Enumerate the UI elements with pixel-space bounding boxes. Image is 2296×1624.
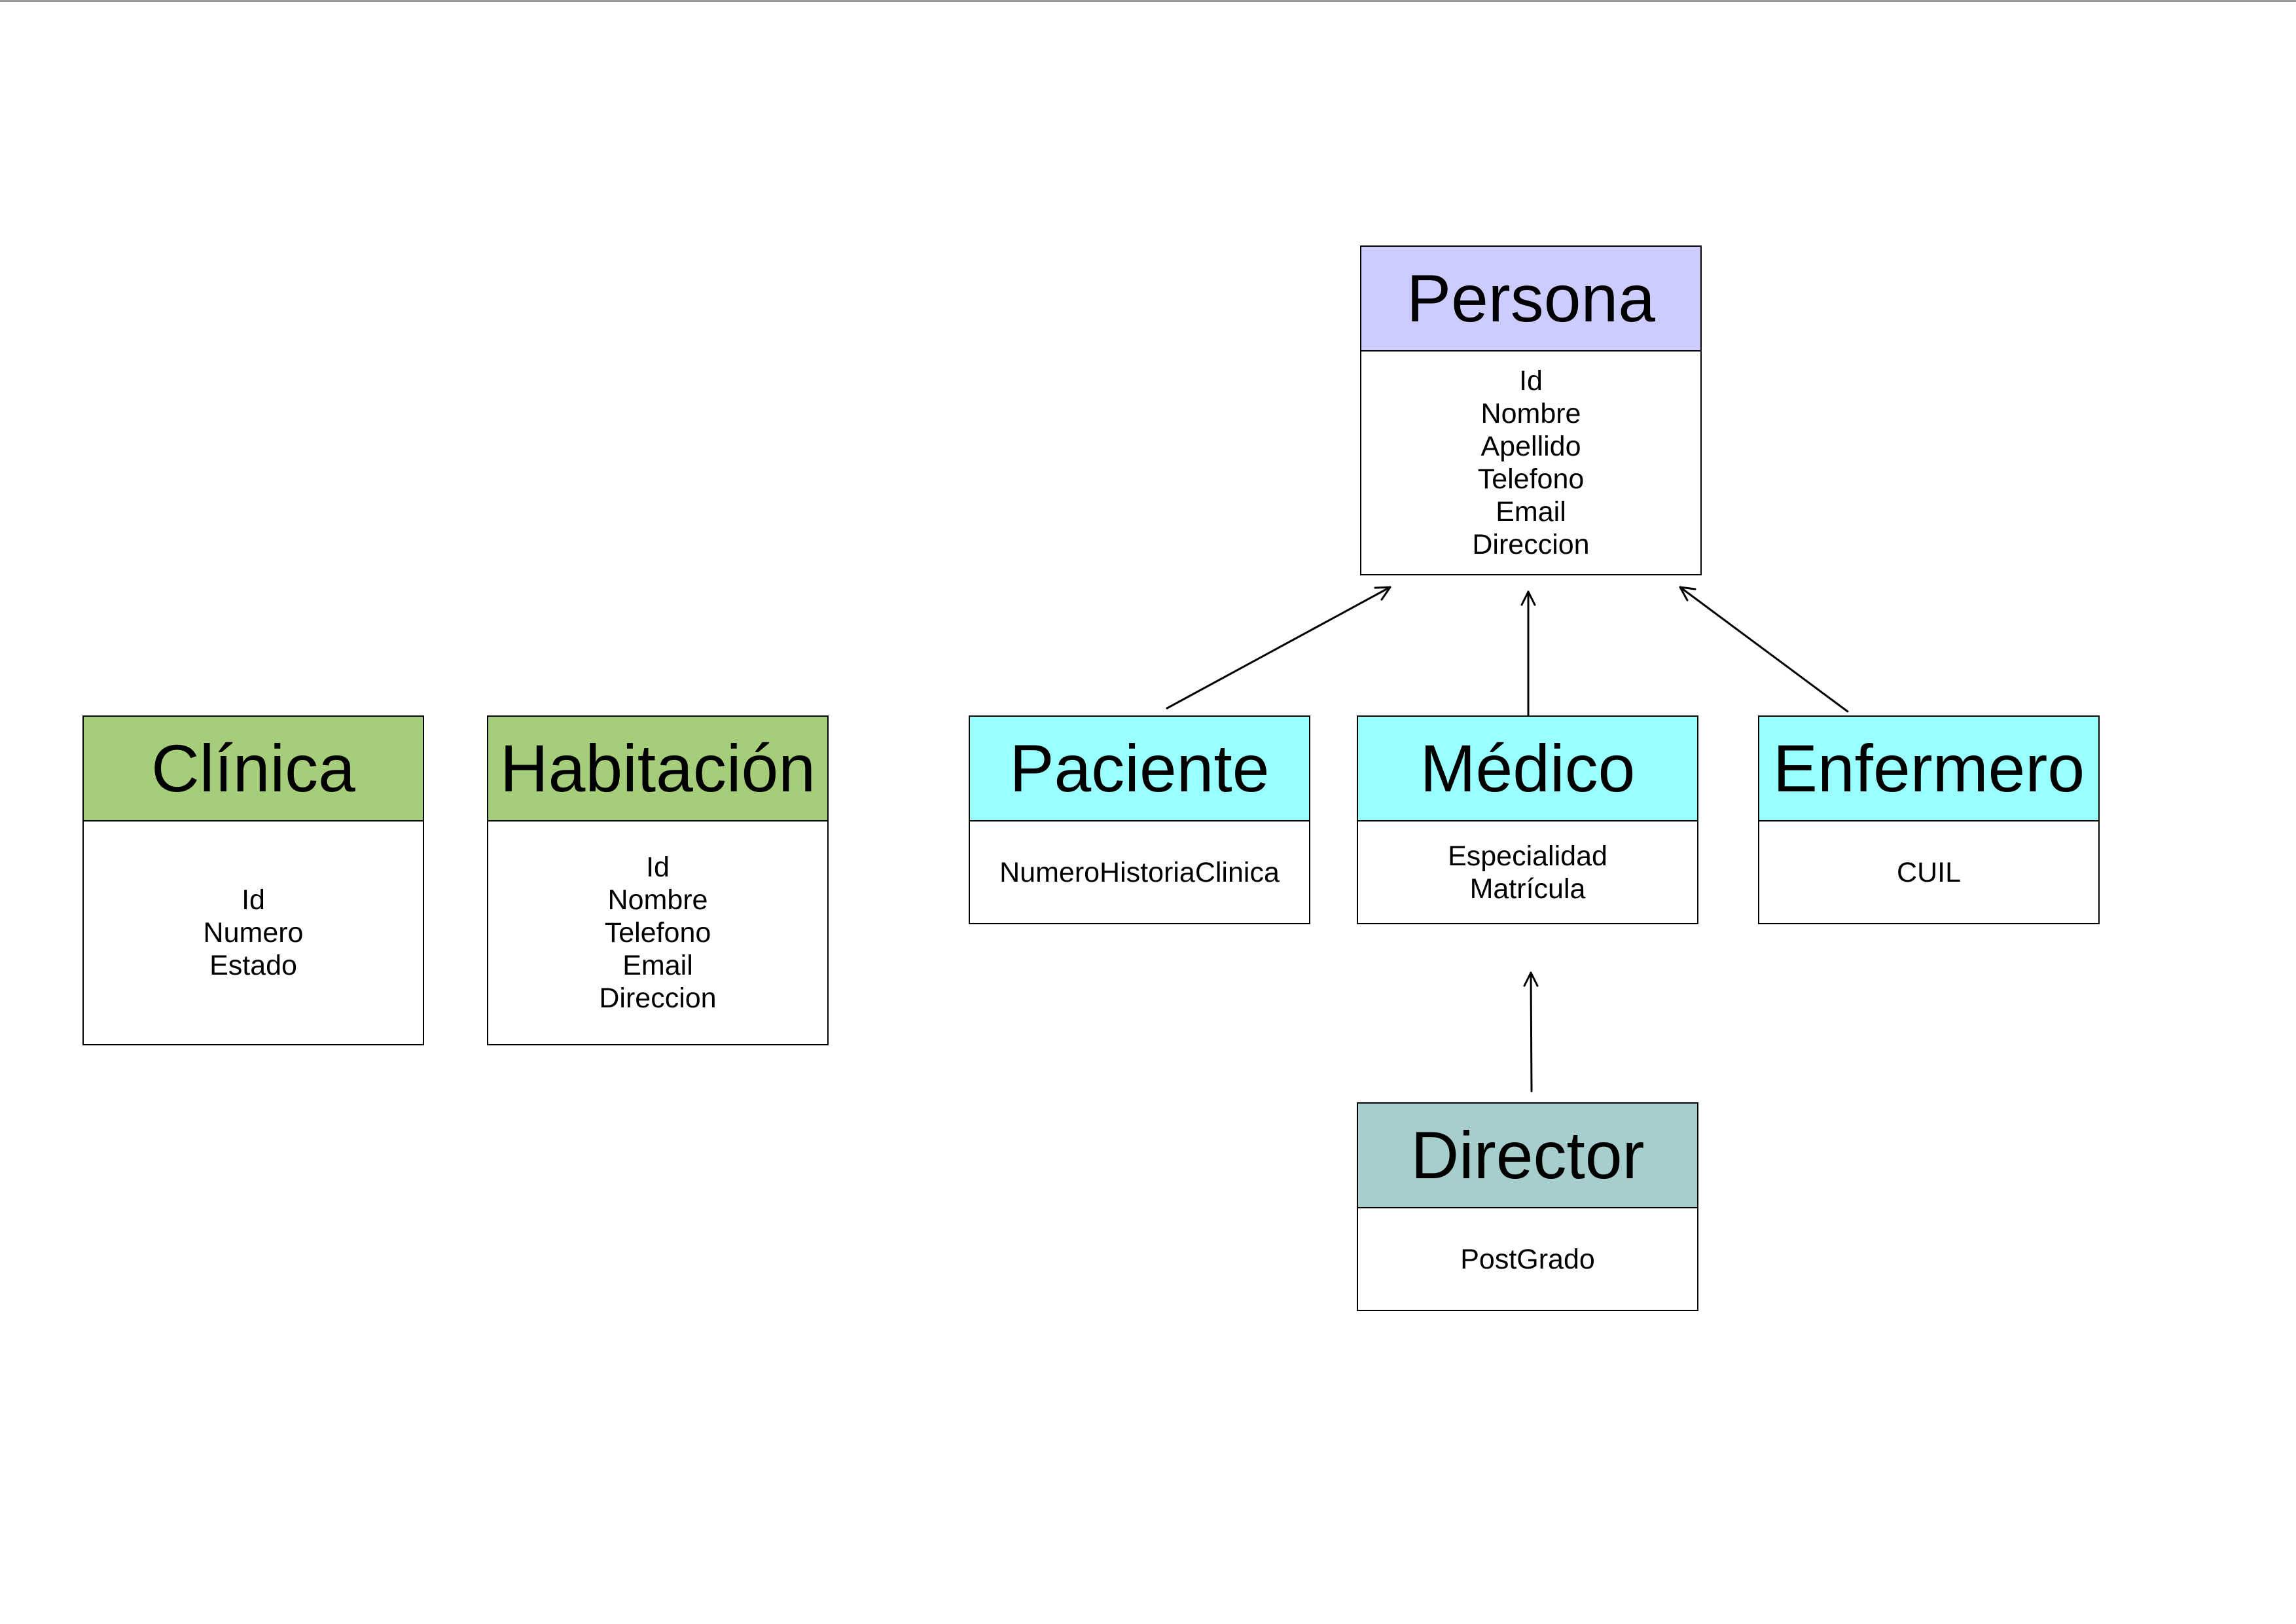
medico-to-persona-arrow bbox=[1520, 590, 1536, 717]
attribute-item: Nombre bbox=[1480, 398, 1581, 429]
entity-habitacion-header: Habitación bbox=[488, 717, 827, 821]
attribute-item: Direccion bbox=[599, 983, 717, 1014]
attribute-item: Numero bbox=[203, 917, 304, 948]
attribute-item: PostGrado bbox=[1460, 1243, 1595, 1275]
attribute-item: Telefono bbox=[1477, 463, 1585, 495]
page-top-border bbox=[0, 0, 2296, 2]
entity-paciente-attributes: NumeroHistoriaClinica bbox=[970, 821, 1309, 923]
entity-medico-header: Médico bbox=[1358, 717, 1697, 821]
entity-persona-header: Persona bbox=[1361, 247, 1700, 352]
entity-habitacion-attributes: Id Nombre Telefono Email Direccion bbox=[488, 821, 827, 1044]
entity-medico: Médico Especialidad Matrícula bbox=[1357, 715, 1698, 924]
attribute-item: Id bbox=[646, 852, 670, 883]
entity-director: Director PostGrado bbox=[1357, 1102, 1698, 1311]
attribute-item: Telefono bbox=[604, 917, 711, 948]
entity-paciente-title: Paciente bbox=[1009, 731, 1270, 806]
attribute-item: Matrícula bbox=[1469, 873, 1586, 905]
entity-persona-title: Persona bbox=[1407, 261, 1655, 336]
entity-habitacion: Habitación Id Nombre Telefono Email Dire… bbox=[487, 715, 829, 1045]
entity-habitacion-title: Habitación bbox=[500, 731, 816, 806]
entity-enfermero: Enfermero CUIL bbox=[1758, 715, 2100, 924]
attribute-item: Especialidad bbox=[1448, 840, 1607, 872]
entity-director-attributes: PostGrado bbox=[1358, 1208, 1697, 1310]
entity-persona: Persona Id Nombre Apellido Telefono Emai… bbox=[1360, 245, 1702, 575]
entity-medico-title: Médico bbox=[1420, 731, 1636, 806]
paciente-to-persona-arrow bbox=[1166, 586, 1391, 710]
attribute-item: Apellido bbox=[1480, 431, 1581, 462]
entity-clinica-attributes: Id Numero Estado bbox=[84, 821, 423, 1044]
entity-enfermero-header: Enfermero bbox=[1759, 717, 2098, 821]
director-to-medico-arrow bbox=[1523, 971, 1539, 1092]
attribute-item: Email bbox=[1496, 496, 1566, 528]
attribute-item: Id bbox=[1519, 365, 1543, 397]
attribute-item: Estado bbox=[209, 950, 297, 981]
entity-clinica-header: Clínica bbox=[84, 717, 423, 821]
entity-clinica-title: Clínica bbox=[151, 731, 355, 806]
entity-director-title: Director bbox=[1410, 1118, 1645, 1193]
entity-clinica: Clínica Id Numero Estado bbox=[82, 715, 424, 1045]
entity-enfermero-title: Enfermero bbox=[1772, 731, 2085, 806]
enfermero-to-persona-arrow bbox=[1679, 586, 1849, 713]
attribute-item: NumeroHistoriaClinica bbox=[999, 856, 1280, 888]
attribute-item: Nombre bbox=[607, 884, 708, 916]
attribute-item: CUIL bbox=[1897, 856, 1961, 888]
entity-medico-attributes: Especialidad Matrícula bbox=[1358, 821, 1697, 923]
entity-paciente: Paciente NumeroHistoriaClinica bbox=[969, 715, 1310, 924]
entity-director-header: Director bbox=[1358, 1104, 1697, 1208]
entity-persona-attributes: Id Nombre Apellido Telefono Email Direcc… bbox=[1361, 352, 1700, 574]
attribute-item: Direccion bbox=[1472, 529, 1590, 560]
entity-enfermero-attributes: CUIL bbox=[1759, 821, 2098, 923]
attribute-item: Email bbox=[622, 950, 693, 981]
entity-paciente-header: Paciente bbox=[970, 717, 1309, 821]
attribute-item: Id bbox=[242, 884, 265, 916]
